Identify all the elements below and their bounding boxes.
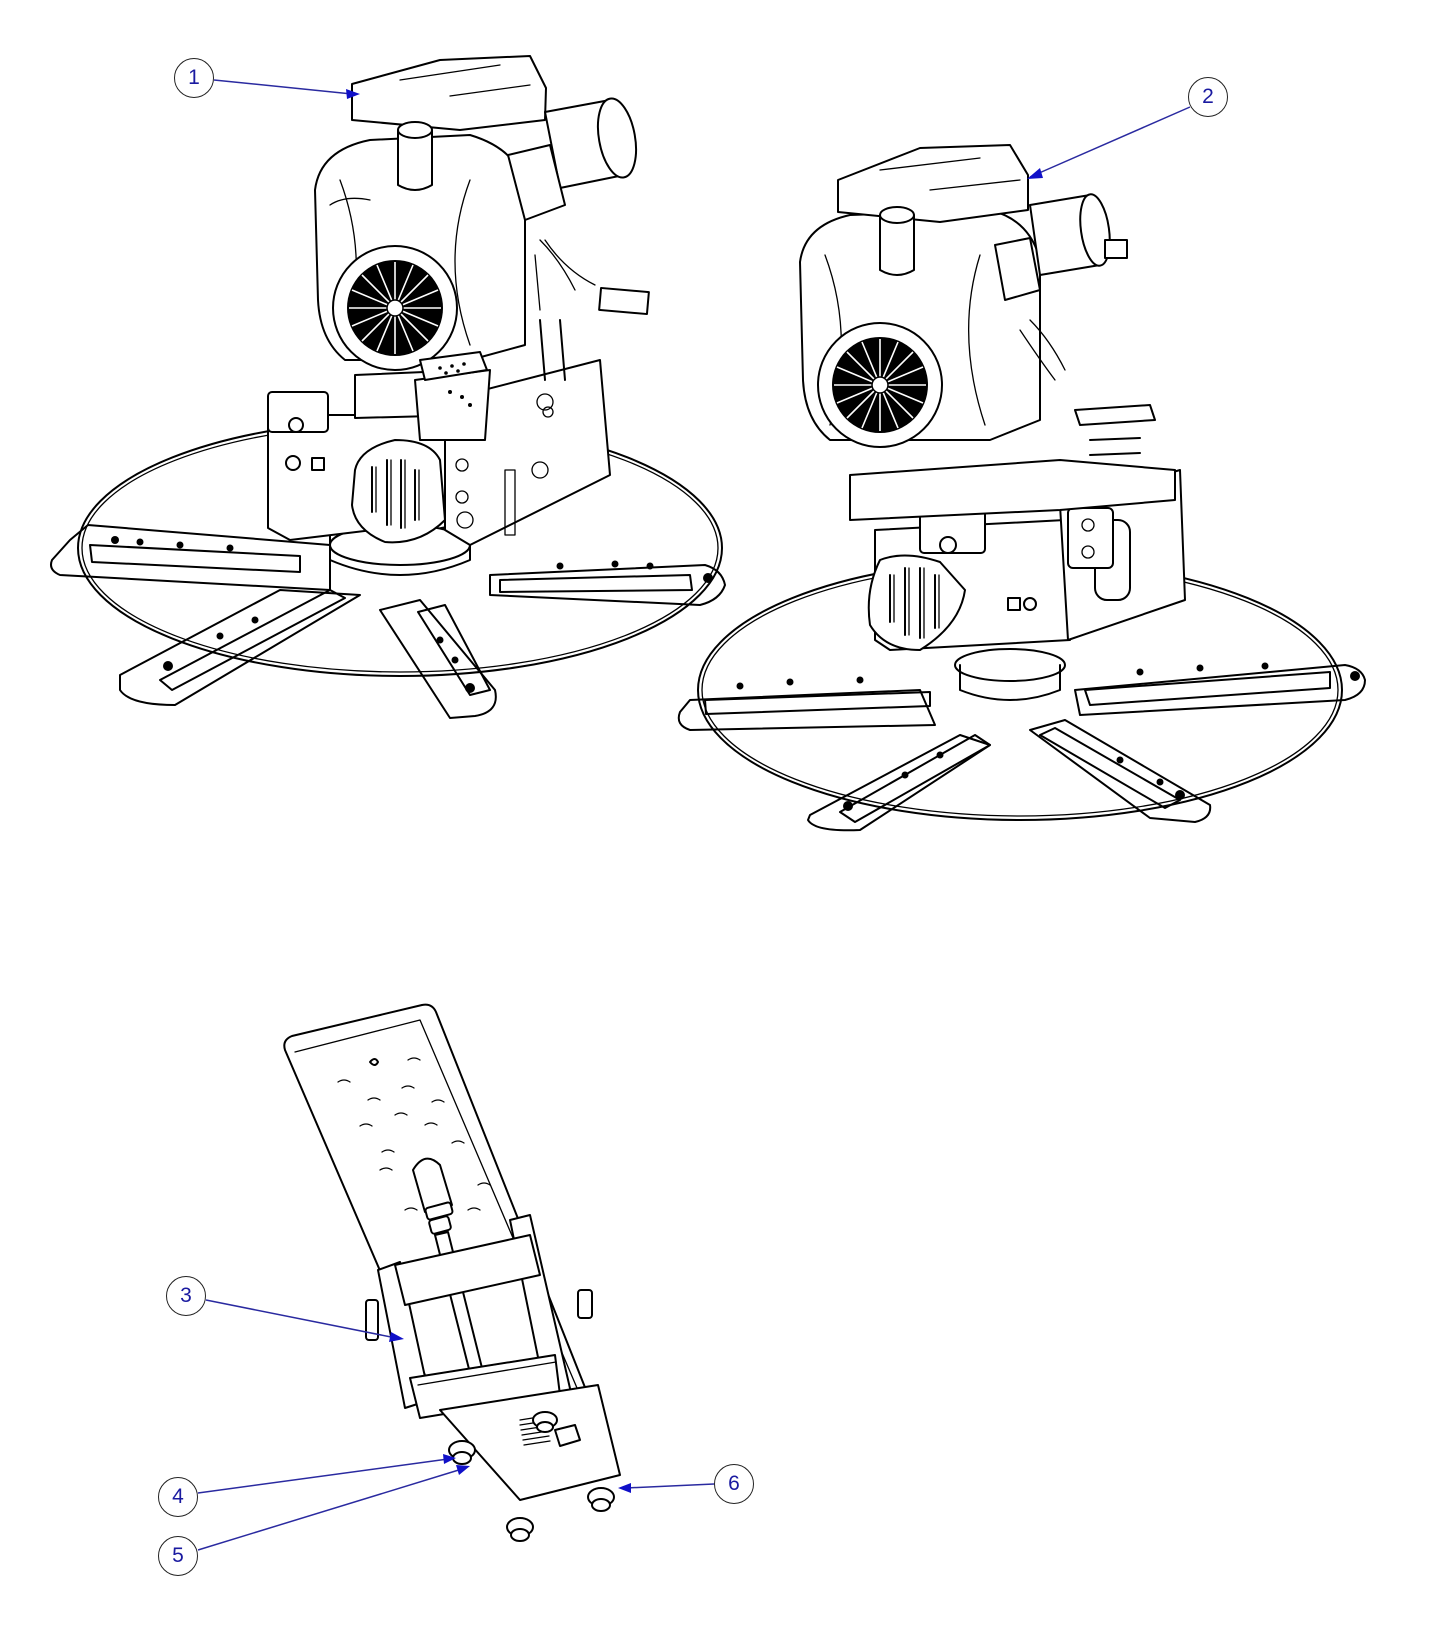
callout-balloon-4[interactable]: 4 bbox=[158, 1477, 198, 1517]
hex-nut bbox=[587, 1487, 615, 1512]
trowel-blade bbox=[379, 599, 497, 719]
trowel-view-right bbox=[677, 144, 1366, 832]
engine-top-cover bbox=[351, 55, 547, 131]
pedal-assembly-view bbox=[283, 1003, 621, 1542]
engine-left bbox=[314, 55, 650, 381]
callout-number: 6 bbox=[728, 1472, 740, 1495]
pedal-base-plate bbox=[439, 1384, 621, 1501]
hex-nut bbox=[532, 1411, 558, 1433]
callout-number: 4 bbox=[172, 1485, 184, 1508]
callout-number: 1 bbox=[188, 66, 200, 89]
callout-balloon-6[interactable]: 6 bbox=[714, 1464, 754, 1504]
trowel-view-left bbox=[50, 55, 726, 719]
callout-balloon-5[interactable]: 5 bbox=[158, 1536, 198, 1576]
callout-number: 3 bbox=[180, 1284, 192, 1307]
callout-balloon-2[interactable]: 2 bbox=[1188, 77, 1228, 117]
callout-number: 5 bbox=[172, 1544, 184, 1567]
cooling-fan bbox=[347, 260, 443, 356]
callout-balloon-1[interactable]: 1 bbox=[174, 58, 214, 98]
callout-number: 2 bbox=[1202, 85, 1214, 108]
trowel-blade bbox=[50, 524, 331, 591]
hex-nut bbox=[448, 1440, 476, 1465]
engine-top-cover bbox=[837, 144, 1029, 223]
belt-cover bbox=[351, 439, 446, 544]
callout-balloon-3[interactable]: 3 bbox=[166, 1276, 206, 1316]
engine-right bbox=[799, 144, 1128, 448]
cooling-fan bbox=[832, 337, 928, 433]
callout-leaders bbox=[197, 79, 1191, 1551]
trowel-blade bbox=[119, 589, 361, 706]
hex-nut bbox=[506, 1517, 534, 1542]
